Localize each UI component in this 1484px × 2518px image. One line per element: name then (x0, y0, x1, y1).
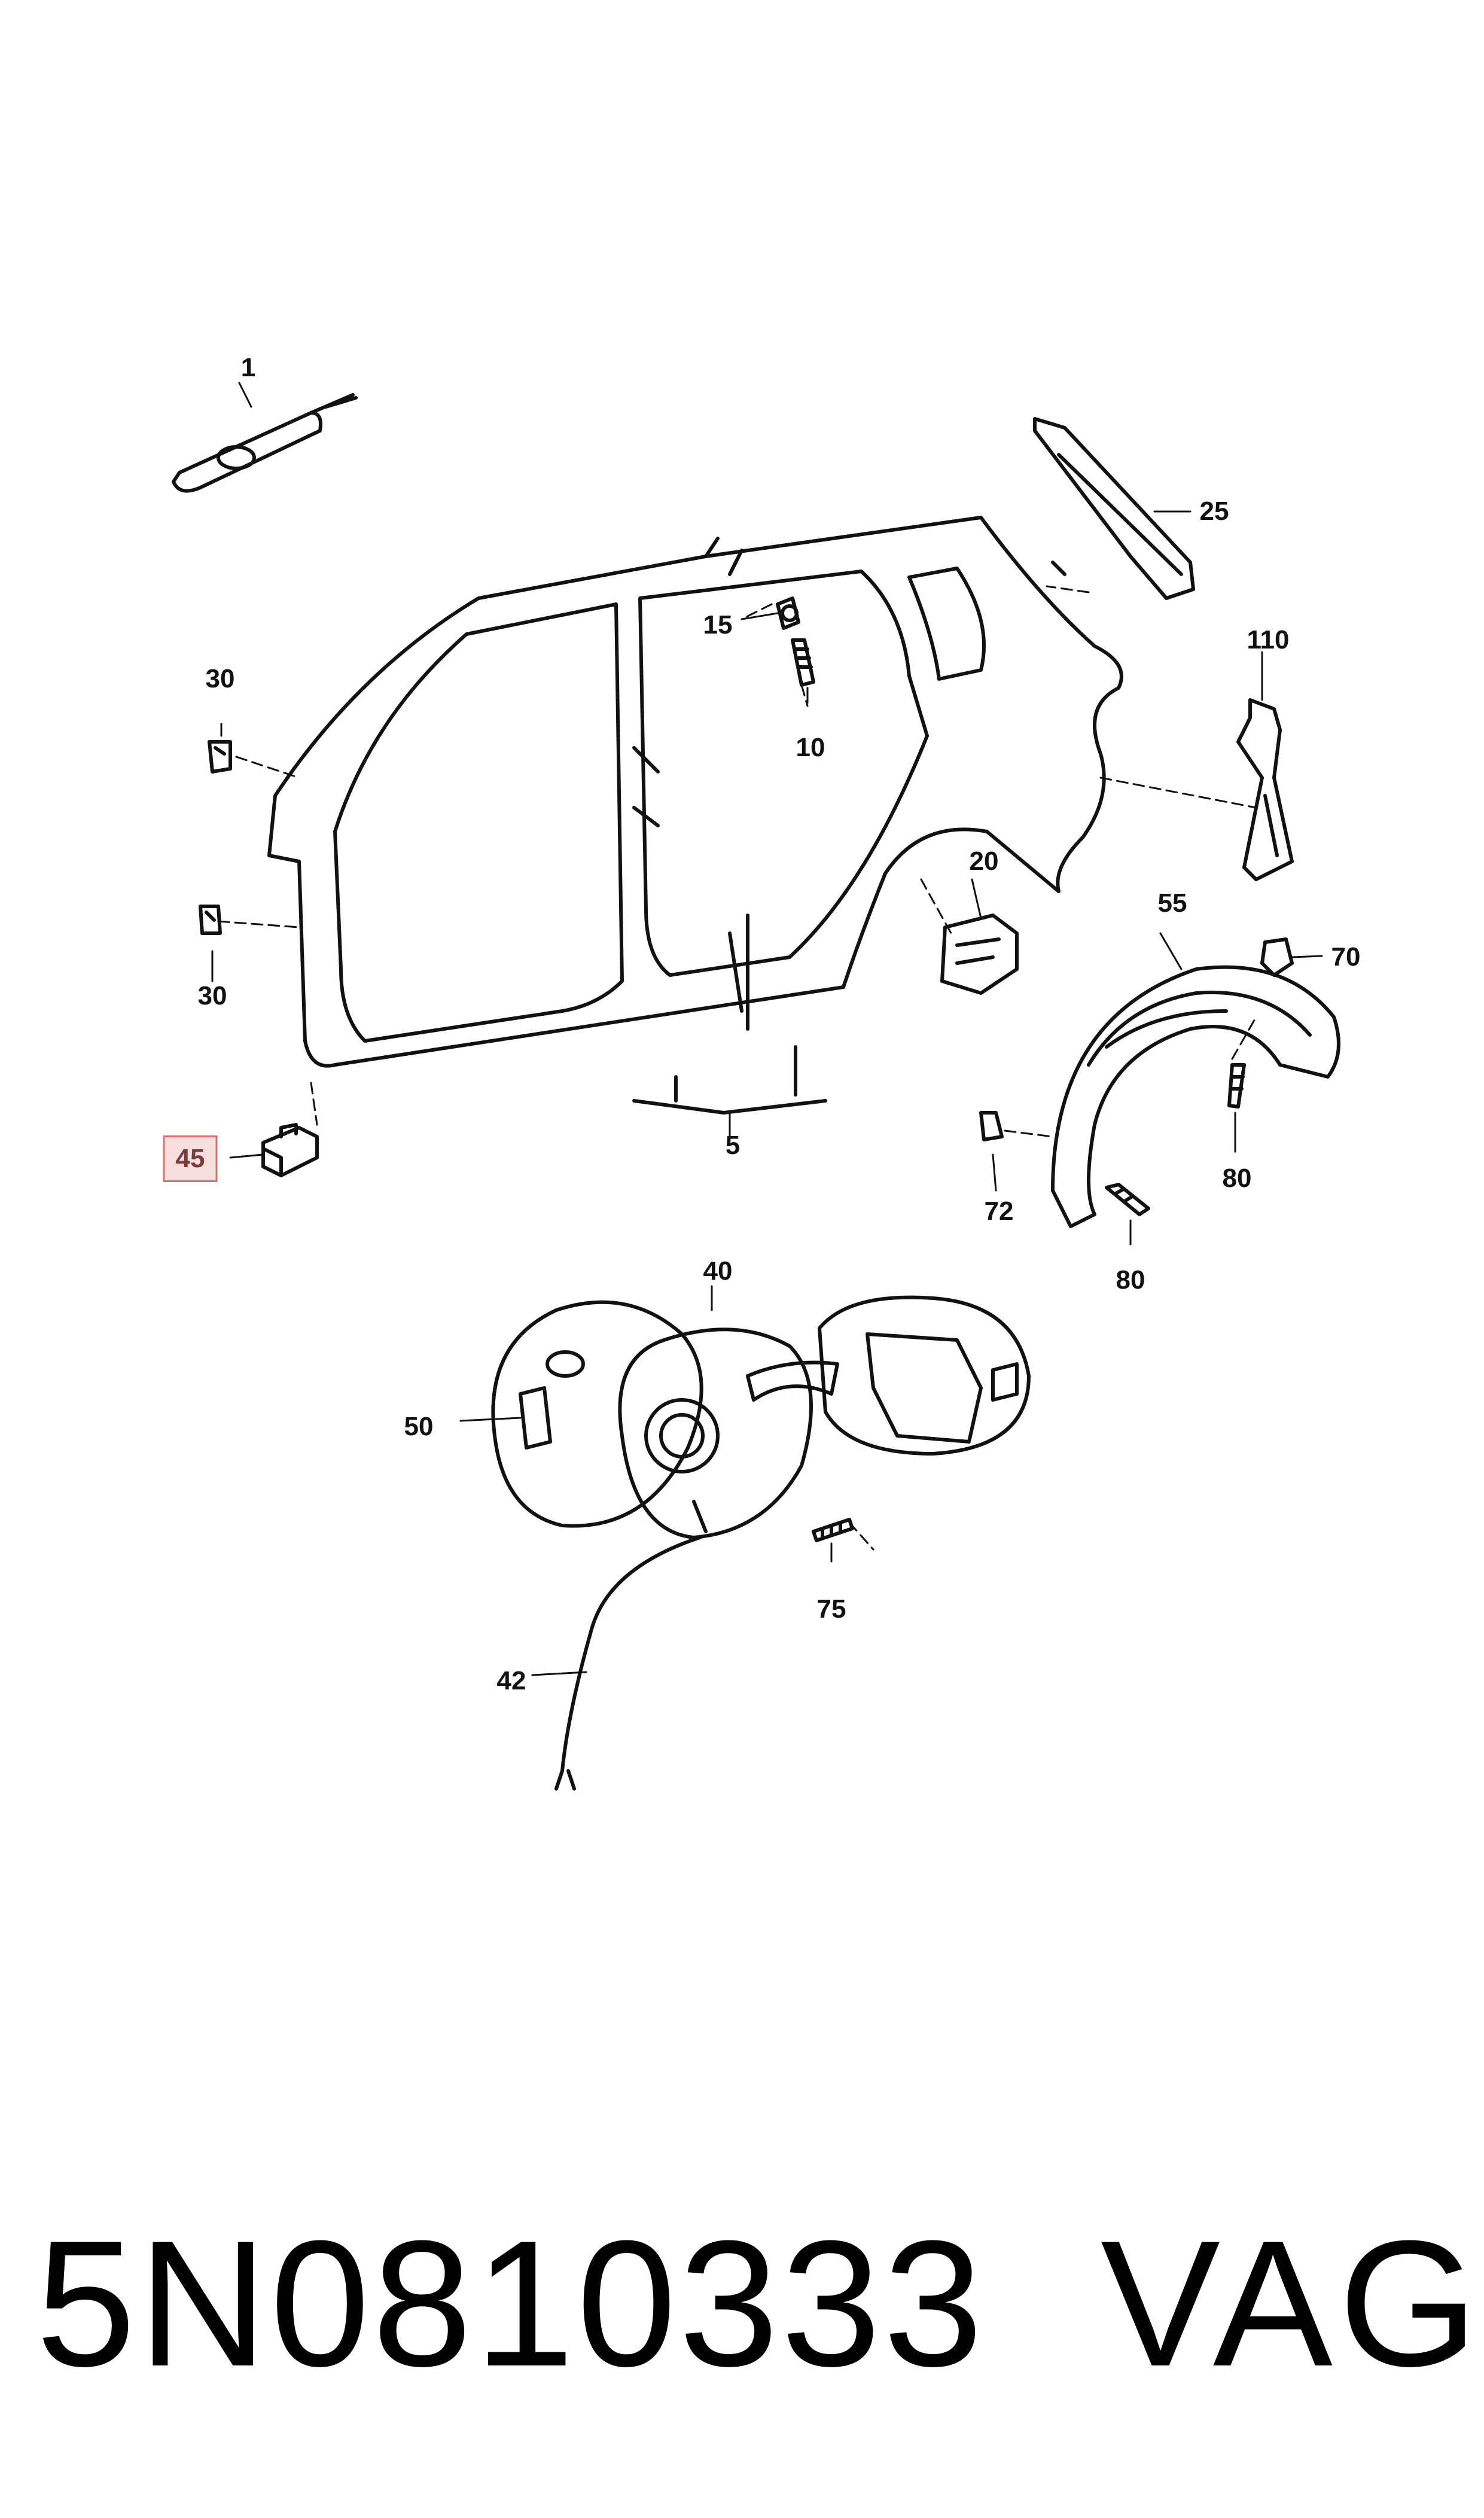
callout-15[interactable]: 15 (703, 610, 733, 640)
part-55-wheelarch-liner (1051, 965, 1340, 1228)
part-30-clip-top (208, 740, 232, 774)
callout-50[interactable]: 50 (404, 1412, 434, 1441)
callout-42[interactable]: 42 (496, 1666, 526, 1695)
part-45-bracket (261, 1123, 319, 1177)
part-15-bolt (776, 596, 800, 630)
part-30-clip-bottom (199, 905, 222, 935)
leader-lines (211, 382, 1323, 1676)
part-110-bracket (1236, 698, 1294, 881)
callout-25[interactable]: 25 (1199, 497, 1229, 526)
part-20-bracket (940, 914, 1019, 995)
callout-80-upper[interactable]: 80 (1222, 1164, 1252, 1193)
callout-110[interactable]: 110 (1247, 625, 1290, 654)
callout-1[interactable]: 1 (240, 353, 256, 382)
callout-30-top[interactable]: 30 (205, 664, 235, 693)
part-5-side-panel (267, 516, 1123, 1115)
callout-5[interactable]: 5 (725, 1131, 741, 1160)
part-72-clip (979, 1111, 1004, 1141)
part-80-screw-a (1227, 1063, 1246, 1109)
part-25-rail (1033, 417, 1195, 600)
callout-80-lower[interactable]: 80 (1116, 1265, 1145, 1295)
callout-45-highlighted[interactable]: 45 (163, 1135, 218, 1182)
part-80-screw-b (1105, 1183, 1150, 1216)
callout-20[interactable]: 20 (969, 847, 999, 876)
callout-55[interactable]: 55 (1157, 888, 1187, 918)
assembly-lines (217, 585, 1257, 1551)
part-1-tool (172, 393, 358, 493)
part-42-cable (554, 1536, 702, 1791)
part-70-clip (1260, 937, 1294, 977)
callout-72[interactable]: 72 (984, 1196, 1014, 1226)
part-10-bolt (791, 638, 815, 687)
part-40-fuel-filler (618, 1327, 813, 1539)
brand-name: VAG (1101, 2203, 1484, 2404)
callout-75[interactable]: 75 (816, 1594, 846, 1624)
callout-10[interactable]: 10 (796, 733, 825, 762)
part-50-fuel-housing (491, 1300, 703, 1528)
callout-70[interactable]: 70 (1331, 942, 1361, 972)
callout-40[interactable]: 40 (703, 1256, 733, 1286)
fuel-flap (746, 1295, 1031, 1456)
callout-30-bottom[interactable]: 30 (197, 981, 227, 1010)
part-75-screw (812, 1518, 854, 1542)
parts-exploded-diagram (172, 382, 1340, 1791)
part-number: 5N0810333 (36, 2203, 986, 2404)
